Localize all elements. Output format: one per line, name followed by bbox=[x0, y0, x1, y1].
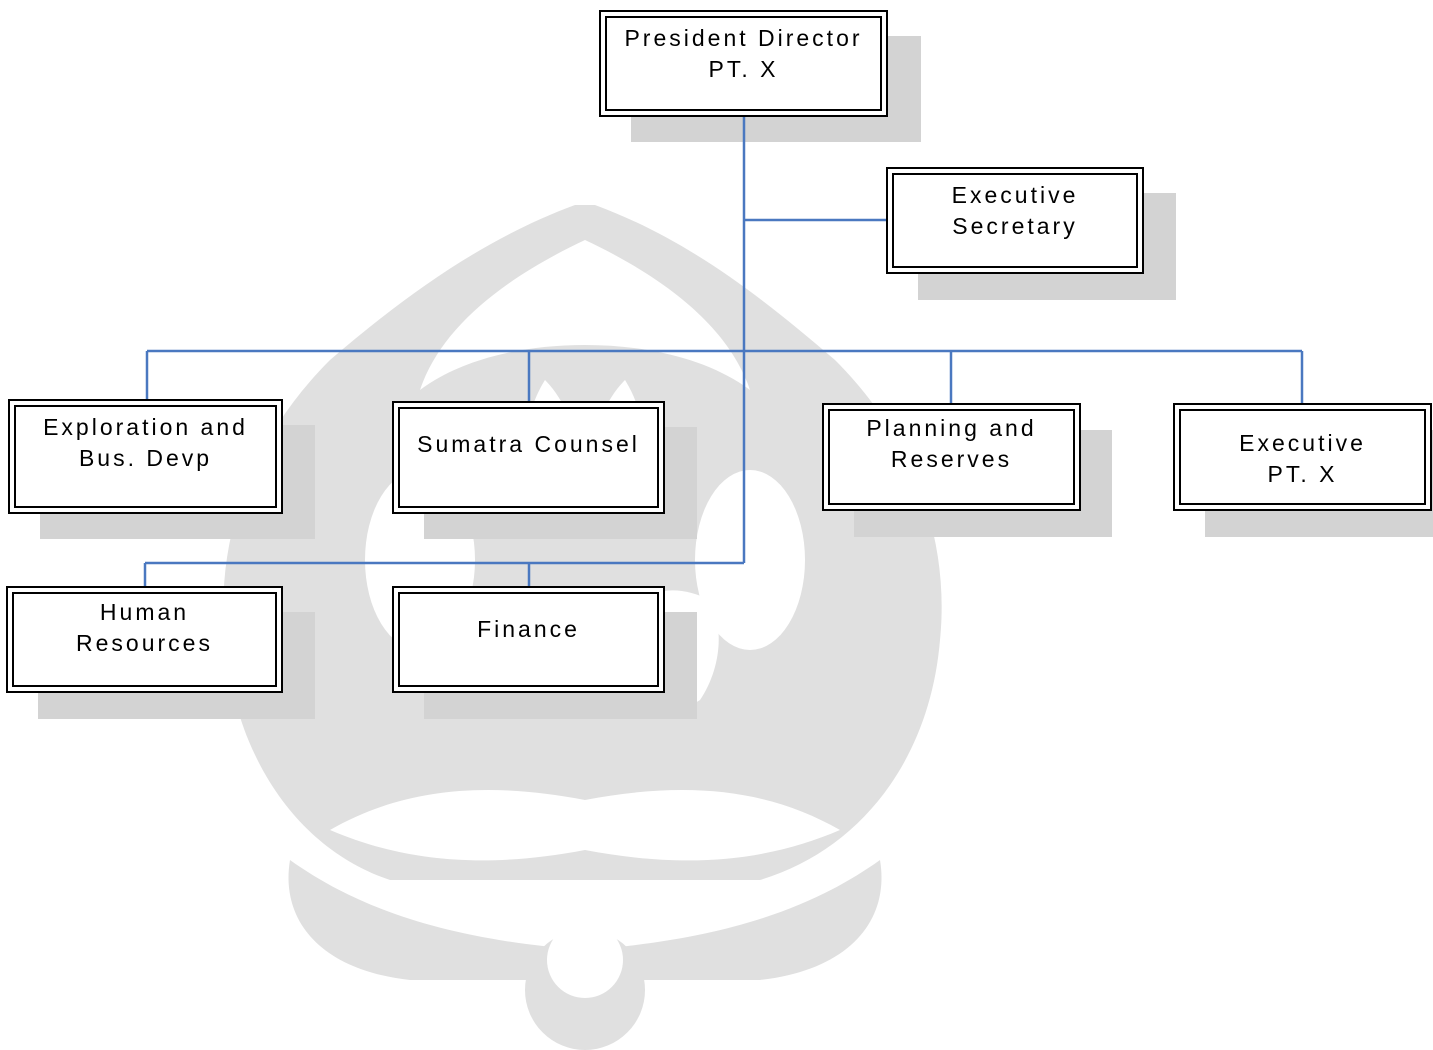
finance-label: Finance bbox=[477, 616, 580, 642]
president-label-line1: President Director bbox=[624, 25, 863, 51]
exploration-box: Exploration and Bus. Devp bbox=[8, 399, 283, 514]
sumatra-counsel-box: Sumatra Counsel bbox=[392, 401, 665, 514]
executive-secretary-box: Executive Secretary bbox=[886, 167, 1144, 274]
executive-label-line2: PT. X bbox=[1267, 461, 1338, 487]
executive-label-line1: Executive bbox=[1239, 430, 1366, 456]
planning-reserves-box: Planning and Reserves bbox=[822, 403, 1081, 511]
executive-box: Executive PT. X bbox=[1173, 403, 1432, 511]
planning-label-line1: Planning and bbox=[866, 415, 1037, 441]
finance-box: Finance bbox=[392, 586, 665, 693]
president-director-box: President Director PT. X bbox=[599, 10, 888, 117]
exploration-label-line2: Bus. Devp bbox=[78, 445, 213, 471]
hr-label-line2: Resources bbox=[76, 630, 213, 656]
president-label-line2: PT. X bbox=[708, 56, 779, 82]
exploration-label-line1: Exploration and bbox=[43, 414, 248, 440]
hr-label-line1: Human bbox=[99, 599, 190, 625]
planning-label-line2: Reserves bbox=[890, 446, 1013, 472]
sumatra-label: Sumatra Counsel bbox=[417, 431, 640, 457]
secretary-label-line2: Secretary bbox=[952, 213, 1078, 239]
secretary-label-line1: Executive bbox=[951, 182, 1079, 208]
human-resources-box: Human Resources bbox=[6, 586, 283, 693]
